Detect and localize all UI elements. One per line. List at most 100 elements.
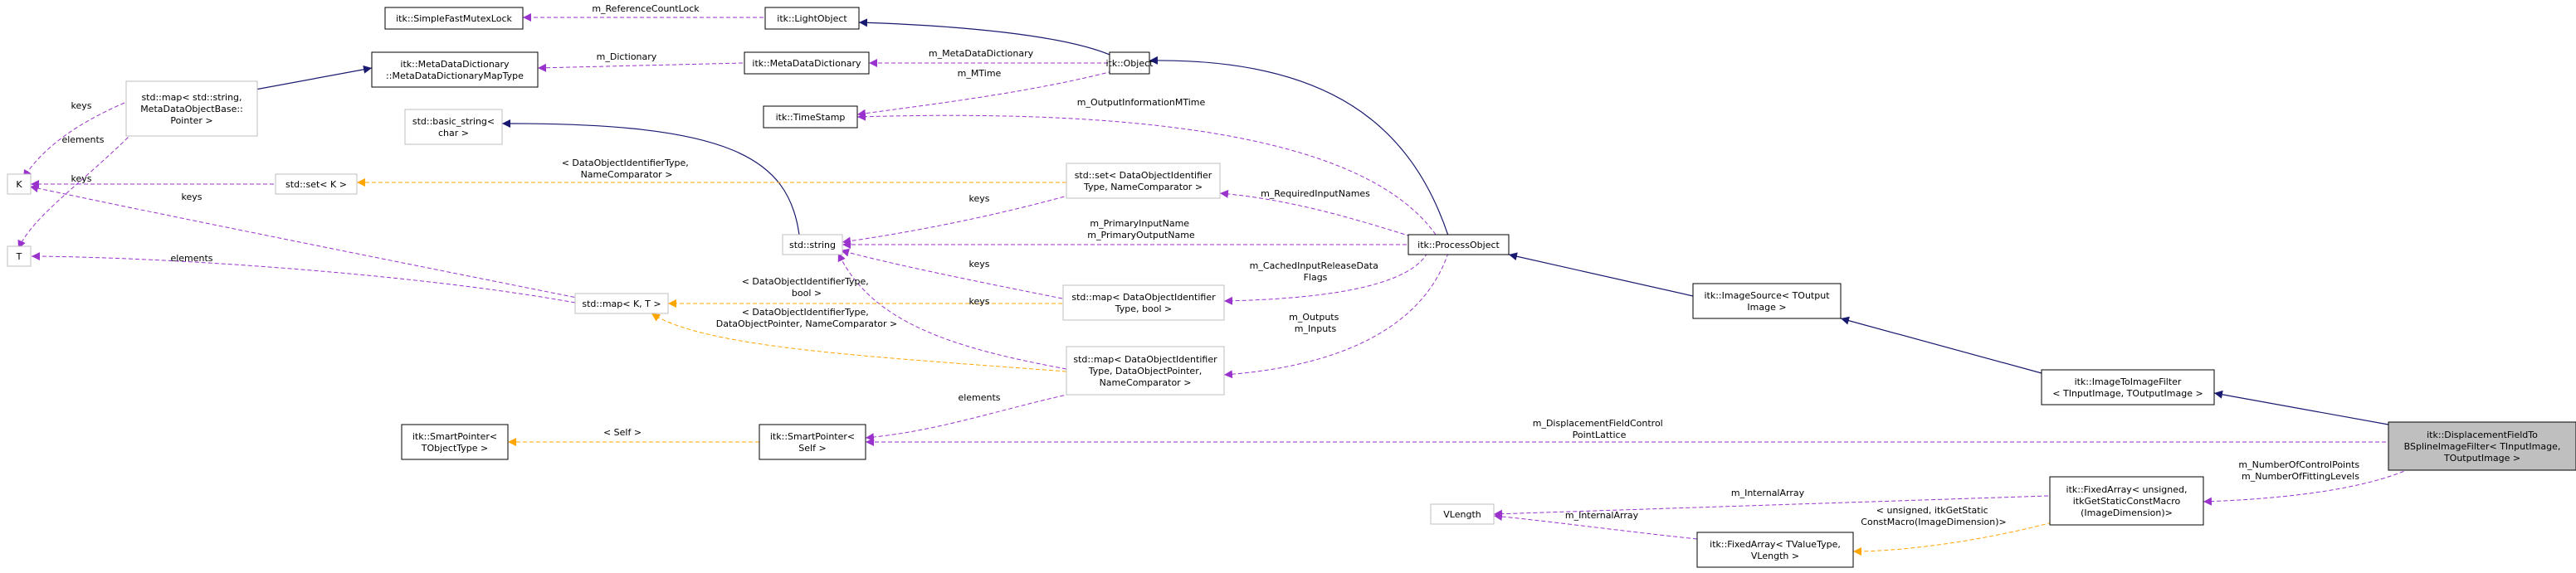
class-node-label: std::set< K > [285,179,347,190]
class-node-label-line: K [16,179,22,190]
class-node-box [763,105,858,129]
class-node-box [7,173,32,195]
class-node-label-line: < TInputImage, TOutputImage > [2052,388,2203,399]
edge-label-outputs-line2: m_Inputs [1295,323,1337,334]
class-node-label-line: itk::SmartPointer< [770,431,855,442]
class-node-im2im[interactable]: itk::ImageToImageFilter< TInputImage, TO… [2041,369,2215,405]
class-node-label-line: itk::Object [1106,58,1154,69]
edge-processobject-to-setdoi [1219,189,1412,237]
class-node-label-line: char > [438,128,469,138]
class-node-box [401,424,509,460]
edge-label-elements-dop: elements [958,392,1000,403]
class-node-label-line: itk::SmartPointer< [412,431,497,442]
class-node-box [1066,163,1221,199]
class-node-box [371,51,539,88]
edge-label-dictionary: m_Dictionary [597,51,657,62]
class-node-label: T [16,251,22,262]
class-node-map-kt[interactable]: std::map< K, T > [574,293,669,314]
nodes: itk::SimpleFastMutexLock itk::LightObject… [7,7,2576,568]
class-node-box [764,7,860,30]
edge-processobject-to-object [1149,56,1449,236]
class-node-box [1066,346,1225,396]
class-node-label-line: std::map< K, T > [582,299,661,309]
edge-label-keys-mapbool: keys [969,259,990,270]
class-node-label-line: BSplineImageFilter< TInputImage, [2404,441,2561,452]
edge-label-cached: m_CachedInputReleaseData Flags [1250,260,1382,283]
edge-mapkt-to-K [29,184,582,299]
edge-mdd-to-mddmap [537,62,744,72]
class-node-K[interactable]: K [7,173,32,195]
class-node-label-line: std::set< K > [285,179,347,190]
edge-label-keys-mapkt: keys [182,192,202,202]
class-node-label-line: TOutputImage > [2443,453,2520,464]
edge-label-cached-line1: m_CachedInputReleaseData [1250,260,1378,271]
class-node-sp-tobj[interactable]: itk::SmartPointer<TObjectType > [401,424,509,460]
class-node-box [1109,51,1150,75]
class-node-label-line: std::basic_string< [412,116,495,127]
class-node-box [1430,503,1495,525]
edge-im2im-to-imagesource [1840,316,2042,374]
edge-label-primary-line2: m_PrimaryOutputName [1087,230,1195,240]
edge-label-outputs: m_Outputs m_Inputs [1289,312,1342,334]
class-node-stdstring[interactable]: std::string [782,234,843,255]
edge-mapbase-to-K [22,102,125,179]
edge-mapdop-to-mapkt [651,313,1067,372]
class-node-set-k[interactable]: std::set< K > [275,173,358,195]
class-node-sfml[interactable]: itk::SimpleFastMutexLock [384,7,524,30]
class-node-label-line: itk::SimpleFastMutexLock [396,13,512,24]
class-node-box [125,80,258,137]
class-node-sp-self[interactable]: itk::SmartPointer<Self > [759,424,866,460]
class-node-label-line: itk::LightObject [777,13,847,24]
class-node-box [1692,283,1842,319]
edge-label-ncp-line1: m_NumberOfControlPoints [2238,459,2359,470]
class-node-object[interactable]: itk::Object [1106,51,1154,75]
class-node-label: itk::Object [1106,58,1154,69]
edge-fixedarr-u-to-fixedarr-t [1852,520,2059,556]
edge-label-fa-tmpl-line1: < unsigned, itkGetStatic [1876,505,1988,516]
class-node-label: std::map< std::string,MetaDataObjectBase… [140,92,243,126]
class-node-label: std::string [789,240,836,250]
class-node-label-line: itkGetStaticConstMacro [2073,496,2181,507]
edge-label-ncp-line2: m_NumberOfFittingLevels [2242,471,2359,482]
class-node-label: itk::SimpleFastMutexLock [396,13,512,24]
class-node-box [1062,284,1225,321]
class-node-label-line: itk::DisplacementFieldTo [2427,430,2538,440]
class-node-label-line: itk::MetaDataDictionary [752,58,861,69]
class-node-label: itk::SmartPointer<TObjectType > [412,431,497,454]
class-node-mdd-map[interactable]: itk::MetaDataDictionary::MetaDataDiction… [371,51,539,88]
edge-label-outinfo: m_OutputInformationMTime [1077,97,1206,108]
class-node-lightobj[interactable]: itk::LightObject [764,7,860,30]
edge-mapbase-to-T [17,132,134,250]
class-node-label-line: Self > [798,443,826,454]
class-node-fixedarr-u[interactable]: itk::FixedArray< unsigned,itkGetStaticCo… [2049,476,2204,526]
class-node-processobj[interactable]: itk::ProcessObject [1408,234,1510,255]
class-node-stdmap-base[interactable]: std::map< std::string,MetaDataObjectBase… [125,80,258,137]
class-node-label: itk::FixedArray< unsigned,itkGetStaticCo… [2066,484,2188,518]
class-node-T[interactable]: T [7,245,32,267]
class-node-timestamp[interactable]: itk::TimeStamp [763,105,858,129]
class-node-label-line: std::set< DataObjectIdentifier [1075,170,1212,181]
edge-label-tmpl-bool-line1: < DataObjectIdentifierType, [742,276,869,287]
edge-label-tmpl-dop-line1: < DataObjectIdentifierType, [742,307,869,318]
class-node-label-line: VLength > [1751,551,1799,561]
class-node-basic-string[interactable]: std::basic_string<char > [404,109,503,145]
edge-label-tmpl-bool: < DataObjectIdentifierType, bool > [742,276,872,299]
class-node-vlength[interactable]: VLength [1430,503,1495,525]
class-node-mdd[interactable]: itk::MetaDataDictionary [744,51,870,75]
class-node-label-line: std::map< DataObjectIdentifier [1071,292,1216,303]
class-node-label-line: itk::TimeStamp [776,112,846,123]
class-node-box [1696,532,1854,568]
edge-object-to-timestamp [856,69,1120,118]
class-node-label: VLength [1443,509,1481,520]
class-node-label-line: itk::FixedArray< TValueType, [1710,539,1841,550]
class-node-fixedarr-t[interactable]: itk::FixedArray< TValueType,VLength > [1696,532,1854,568]
class-node-box [2388,421,2576,471]
